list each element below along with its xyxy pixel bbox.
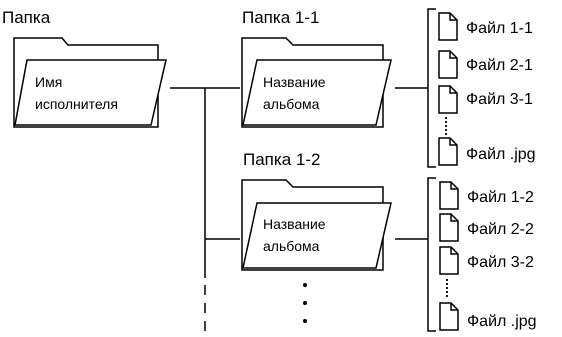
folder-1-2-inner-line-1: Название bbox=[263, 216, 326, 232]
file-icon bbox=[438, 85, 458, 114]
file-jpg-1: Файл .jpg bbox=[438, 137, 536, 166]
file-label: Файл 3-2 bbox=[467, 254, 534, 271]
folder-1-1-label: Папка 1-1 bbox=[242, 8, 319, 27]
folder-1-2-inner-line-2: альбома bbox=[263, 238, 320, 254]
file-icon bbox=[439, 213, 459, 242]
file-1-1: Файл 1-1 bbox=[438, 12, 533, 41]
file-group-1: Файл 1-1 Файл 2-1 Файл 3-1 Файл .jpg bbox=[427, 8, 536, 168]
file-group-2: Файл 1-2 Файл 2-2 Файл 3-2 Файл .jpg bbox=[427, 177, 537, 332]
folder-1-1-icon bbox=[241, 37, 392, 128]
file-2-1: Файл 2-1 bbox=[438, 50, 533, 79]
root-folder-label: Папка bbox=[2, 8, 51, 27]
file-label: Файл .jpg bbox=[466, 146, 536, 163]
vertical-dots-icon bbox=[303, 283, 307, 323]
root-folder-inner-line-1: Имя bbox=[35, 74, 62, 90]
root-folder-inner-line-2: исполнителя bbox=[35, 96, 118, 112]
vertical-dots-icon bbox=[445, 278, 449, 298]
file-icon bbox=[438, 12, 458, 41]
root-folder: Папка Имя исполнителя bbox=[2, 8, 167, 128]
folder-1-1: Папка 1-1 Название альбома bbox=[241, 8, 392, 128]
file-label: Файл 1-1 bbox=[466, 20, 533, 37]
file-icon bbox=[439, 181, 459, 210]
file-3-2: Файл 3-2 bbox=[439, 246, 534, 275]
root-folder-icon bbox=[13, 37, 167, 128]
file-label: Файл .jpg bbox=[467, 313, 537, 330]
root-connectors bbox=[170, 87, 240, 337]
file-group-2-bracket bbox=[427, 177, 436, 332]
file-label: Файл 1-2 bbox=[467, 189, 534, 206]
file-icon bbox=[439, 302, 459, 331]
folder-1-2-icon bbox=[241, 179, 392, 271]
folder-1-1-inner-line-1: Название bbox=[263, 74, 326, 90]
file-3-1: Файл 3-1 bbox=[438, 85, 533, 114]
folder-1-2: Папка 1-2 Название альбома bbox=[241, 150, 392, 271]
file-1-2: Файл 1-2 bbox=[439, 181, 534, 210]
file-group-1-bracket bbox=[427, 8, 436, 168]
file-jpg-2: Файл .jpg bbox=[439, 302, 537, 331]
file-icon bbox=[439, 246, 459, 275]
folder-1-2-label: Папка 1-2 bbox=[243, 150, 320, 169]
vertical-dots-icon bbox=[444, 116, 448, 136]
file-label: Файл 2-2 bbox=[467, 221, 534, 238]
file-icon bbox=[438, 50, 458, 79]
folder-1-1-inner-line-2: альбома bbox=[263, 96, 320, 112]
file-2-2: Файл 2-2 bbox=[439, 213, 534, 242]
file-label: Файл 2-1 bbox=[466, 57, 533, 74]
file-label: Файл 3-1 bbox=[466, 91, 533, 108]
file-icon bbox=[438, 137, 458, 166]
